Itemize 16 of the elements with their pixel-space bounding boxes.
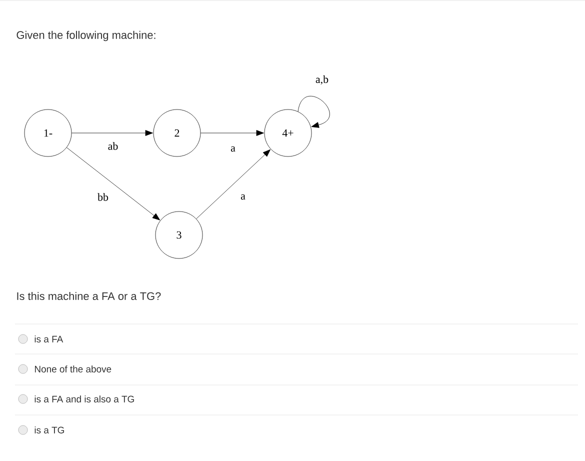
arrow bbox=[72, 130, 153, 136]
edge-label: a bbox=[230, 146, 236, 152]
edge-label: ab bbox=[108, 142, 118, 150]
arrow bbox=[196, 149, 270, 219]
arrow bbox=[66, 147, 160, 220]
question-text: Is this machine a FA or a TG? bbox=[17, 292, 161, 300]
arrow bbox=[200, 130, 264, 136]
option-text: is a FA and is also a TG bbox=[34, 396, 134, 402]
heading: Given the following machine: bbox=[16, 30, 156, 42]
edge-label: bb bbox=[98, 193, 108, 201]
option-text: None of the above bbox=[35, 366, 112, 372]
edge-label: a,b bbox=[316, 75, 328, 85]
arrow bbox=[298, 96, 330, 128]
option-text: is a TG bbox=[34, 426, 64, 434]
edge-label: a bbox=[240, 194, 246, 200]
option-text: is a FA bbox=[34, 336, 64, 342]
